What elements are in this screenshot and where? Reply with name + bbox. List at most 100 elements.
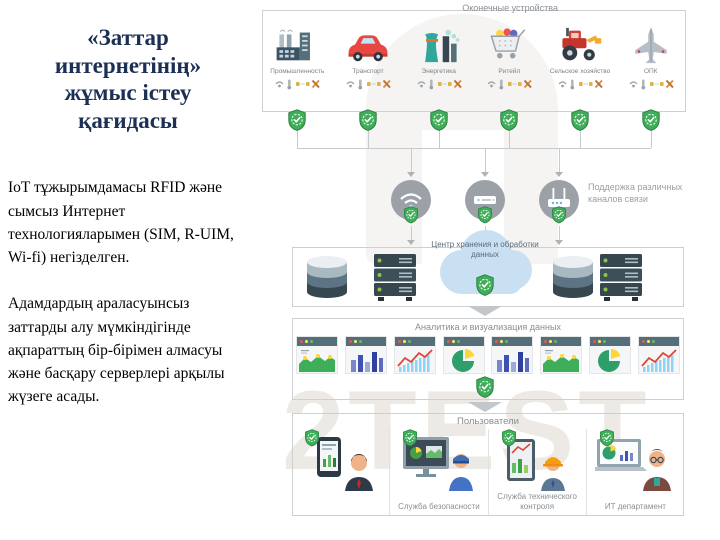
endpoint-shield-row: [262, 109, 686, 131]
sensor-icons: [416, 77, 462, 90]
connector-line: [485, 148, 486, 172]
slide-paragraph-2: Адамдардың араласуынсыз заттарды алу мүм…: [8, 295, 225, 406]
car-icon: [343, 22, 393, 66]
security-shield-icon: [570, 109, 590, 131]
tractor-icon: [555, 22, 605, 66]
device-label: Ритейл: [498, 68, 521, 75]
endpoint-devices-title: Оконечные устройства: [462, 3, 558, 13]
arrow-down-icon: [407, 172, 415, 177]
device-label: ОПК: [643, 68, 658, 75]
security-shield-icon: [429, 109, 449, 131]
connector-line: [439, 130, 440, 148]
shopping-cart-icon: [484, 22, 534, 66]
connector-line: [411, 148, 412, 172]
device-transport: Транспорт: [333, 22, 404, 90]
field-worker-icon: [497, 433, 577, 496]
security-shield-icon: [402, 429, 418, 447]
security-shield-icon: [287, 109, 307, 131]
connector-line: [411, 226, 412, 240]
device-label: Промышленность: [270, 68, 325, 75]
chart-thumbnail-area-icon: [296, 336, 338, 374]
device-label: Сельское хозяйство: [549, 68, 611, 75]
chart-thumbnail-area-icon: [540, 336, 583, 374]
chevron-down-icon: [468, 402, 502, 412]
server-rack-icon: [372, 252, 418, 307]
arrow-down-icon: [555, 172, 563, 177]
power-plant-icon: [414, 22, 464, 66]
connector-line: [509, 130, 510, 148]
slide-text-panel: «Заттар интернетінің» жұмыс істеу қағида…: [0, 0, 256, 540]
analytics-panel: [292, 318, 684, 400]
sensor-icons: [486, 77, 533, 90]
user-group-tech-control: Служба технического контроля: [489, 429, 587, 515]
channels-support-label: Поддержка различных каналов связи: [588, 182, 683, 204]
security-shield-icon: [501, 429, 517, 447]
connector-line: [368, 130, 369, 148]
security-shield-icon: [358, 109, 378, 131]
security-shield-icon: [551, 206, 567, 224]
cloud-icon: [428, 226, 542, 309]
chart-thumbnail-pie-icon: [442, 336, 485, 374]
user-group-it: ИТ департамент: [587, 429, 684, 515]
slide-title-line: «Заттар: [87, 25, 169, 50]
user-group-label: Служба технического контроля: [497, 492, 577, 511]
analytics-charts-row: [296, 336, 680, 374]
database-icon: [304, 254, 350, 305]
sensor-icons: [628, 77, 674, 90]
chart-thumbnail-pie-icon: [589, 336, 632, 374]
sensor-icons: [274, 77, 321, 90]
arrow-down-icon: [481, 172, 489, 177]
arrow-down-icon: [555, 240, 563, 245]
security-shield-icon: [477, 206, 493, 224]
it-specialist-icon: [591, 433, 675, 496]
chart-thumbnail-bar-icon: [491, 336, 534, 374]
slide-title-line: интернетінің»: [54, 52, 202, 78]
chart-thumbnail-bar-icon: [344, 336, 387, 374]
endpoint-devices-panel: [262, 10, 686, 112]
factory-icon: [272, 22, 322, 66]
database-icon: [550, 254, 596, 305]
device-retail: Ритейл: [474, 22, 545, 90]
sensor-icons: [345, 77, 391, 90]
users-panel: [292, 413, 684, 516]
device-label: Транспорт: [352, 68, 384, 75]
device-energy: Энергетика: [403, 22, 474, 90]
chevron-down-icon: [468, 306, 502, 316]
security-shield-icon: [304, 429, 320, 447]
user-group-label: ИТ департамент: [604, 502, 666, 511]
arrow-down-icon: [407, 240, 415, 245]
slide-title-line: қағидасы: [78, 107, 178, 133]
connector-line: [559, 148, 560, 172]
connector-line: [580, 130, 581, 148]
user-group-security: Служба безопасности: [390, 429, 489, 515]
device-defense: ОПК: [615, 22, 686, 90]
device-agriculture: Сельское хозяйство: [545, 22, 616, 90]
security-shield-icon: [641, 109, 661, 131]
bus-line: [297, 148, 651, 149]
security-shield-icon: [599, 429, 615, 447]
server-rack-icon: [598, 252, 644, 307]
device-label: Энергетика: [421, 68, 456, 75]
chart-thumbnail-line-icon: [393, 336, 436, 374]
security-officer-icon: [399, 433, 479, 496]
datacenter-label: Центр хранения и обработки данных: [431, 240, 539, 260]
slide-title: «Заттар интернетінің» жұмыс істеу қағида…: [0, 24, 256, 134]
connector-line: [559, 226, 560, 240]
sensor-icons: [557, 77, 603, 90]
slide-paragraph-1: IoT тұжырымдамасы RFID және сымсыз Интер…: [8, 179, 234, 267]
slide-title-line: жұмыс істеу: [64, 80, 192, 106]
fighter-jet-icon: [626, 22, 676, 66]
mobile-user-icon: [301, 433, 381, 496]
security-shield-icon: [475, 274, 495, 296]
chart-thumbnail-line-icon: [637, 336, 680, 374]
user-groups-row: Служба безопасности Слу: [292, 429, 684, 515]
security-shield-icon: [499, 109, 519, 131]
user-group-label: Служба безопасности: [398, 502, 480, 511]
iot-architecture-diagram: 2TEST Оконечные устройства Промышл: [256, 0, 720, 540]
analytics-title: Аналитика и визуализация данных: [415, 322, 561, 332]
device-row: Промышленность Транспорт: [262, 22, 686, 90]
security-shield-icon: [403, 206, 419, 224]
users-title: Пользователи: [456, 416, 519, 427]
connector-line: [651, 130, 652, 148]
device-industry: Промышленность: [262, 22, 333, 90]
